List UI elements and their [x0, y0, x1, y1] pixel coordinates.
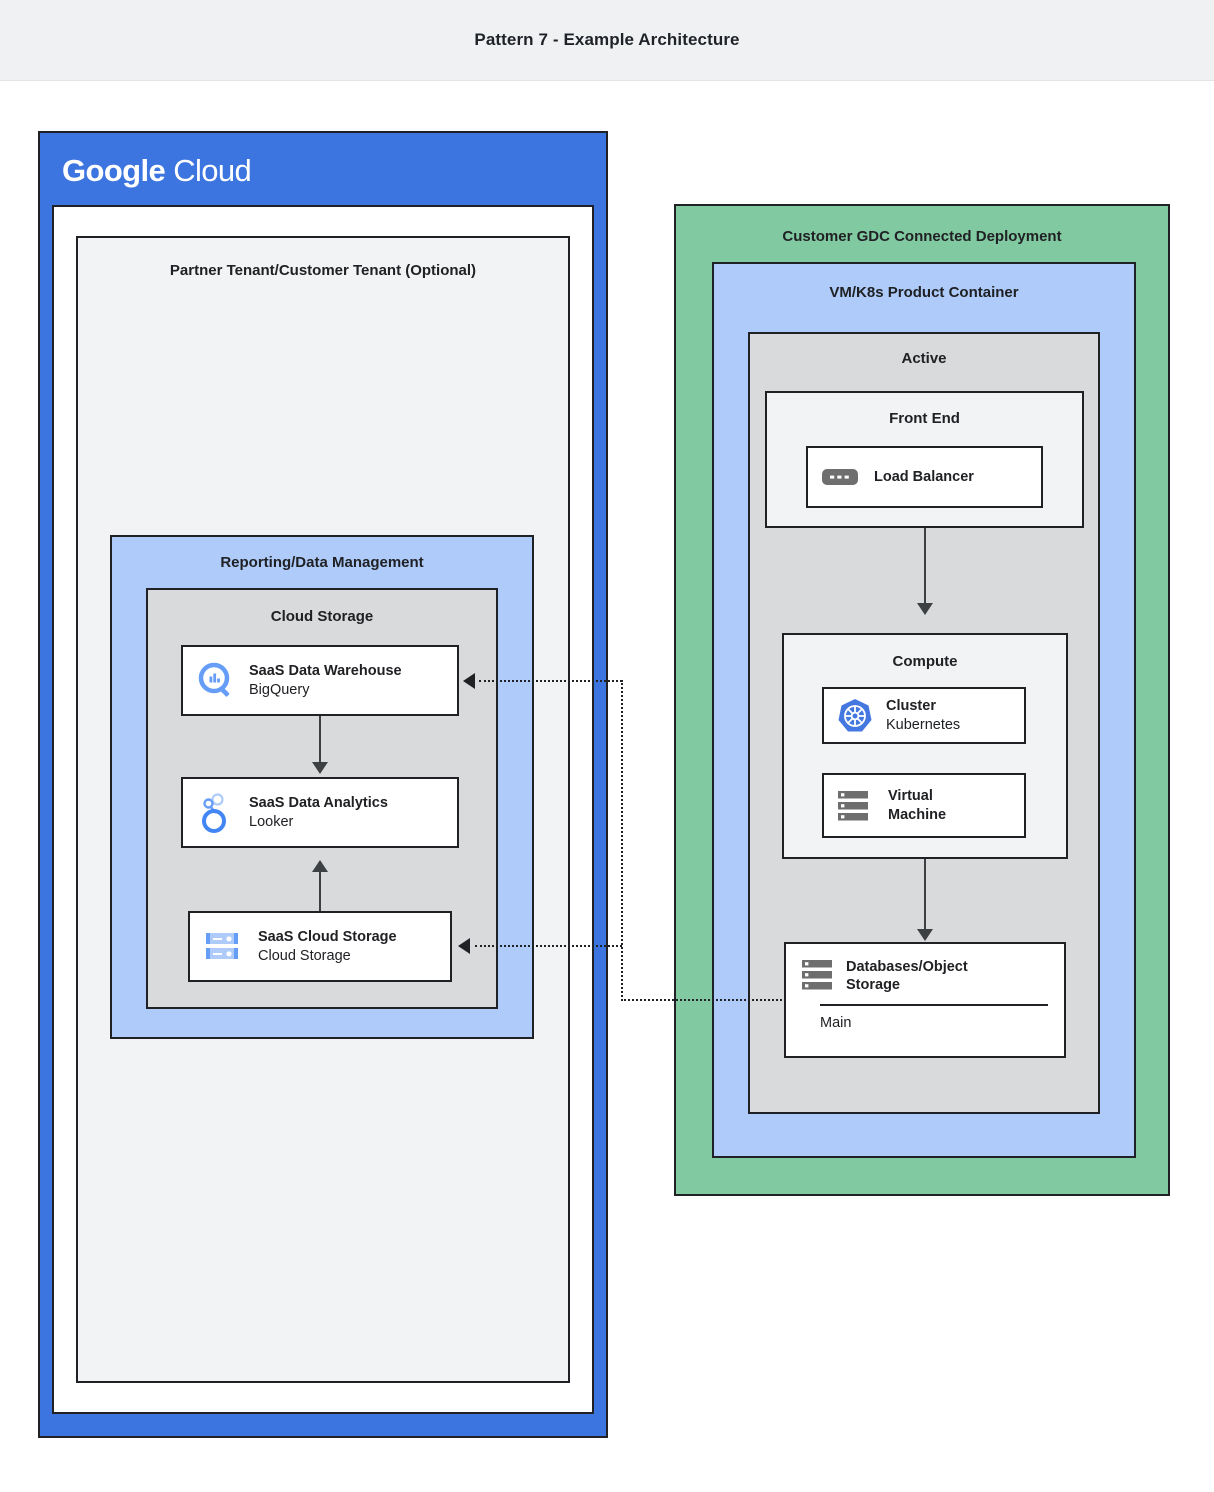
cloud-storage-icon — [204, 930, 258, 964]
compute-group-title: Compute — [892, 653, 958, 670]
node-databases-object-storage[interactable]: Databases/Object Storage Main — [784, 942, 1066, 1058]
google-cloud-logo: Google Cloud — [62, 153, 252, 189]
node-title: SaaS Data Warehouse — [249, 663, 402, 680]
node-title: Cluster — [886, 698, 936, 715]
node-subtitle: BigQuery — [249, 681, 310, 698]
arrowhead-up-looker — [312, 860, 328, 872]
arrowhead-down-looker — [312, 762, 328, 774]
node-saas-cloud-storage[interactable]: SaaS Cloud Storage Cloud Storage — [188, 911, 452, 982]
node-subtitle: Looker — [249, 813, 294, 830]
node-label-group: Load Balancer — [874, 468, 974, 486]
node-title: SaaS Cloud Storage — [258, 929, 397, 946]
virtual-machine-icon — [836, 789, 888, 823]
node-saas-data-warehouse[interactable]: SaaS Data Warehouse BigQuery — [181, 645, 459, 716]
node-title-line1: Virtual — [888, 788, 933, 805]
node-label-group: SaaS Data Analytics Looker — [249, 794, 388, 830]
load-balancer-icon — [822, 467, 874, 487]
dotted-branch-to-database — [621, 999, 786, 1001]
node-title: Load Balancer — [874, 468, 974, 485]
dotted-branch-to-cloud-storage — [475, 945, 622, 947]
node-title-line2: Storage — [846, 977, 900, 994]
database-divider — [820, 1004, 1048, 1007]
database-header-row: Databases/Object Storage — [800, 958, 1050, 994]
node-subtitle: Cloud Storage — [258, 947, 351, 964]
node-label-group: Virtual Machine — [888, 787, 946, 823]
node-label-group: Databases/Object Storage — [846, 958, 968, 994]
customer-gdc-title: Customer GDC Connected Deployment — [782, 228, 1062, 245]
connector-compute-to-database — [924, 859, 926, 930]
vm-k8s-product-container-title: VM/K8s Product Container — [829, 284, 1019, 301]
node-title-line2: Machine — [888, 806, 947, 823]
node-load-balancer[interactable]: Load Balancer — [806, 446, 1043, 508]
reporting-data-management-title: Reporting/Data Management — [220, 554, 424, 571]
connector-bigquery-to-looker — [319, 716, 321, 763]
node-cluster[interactable]: Cluster Kubernetes — [822, 687, 1026, 744]
page-header: Pattern 7 - Example Architecture — [0, 0, 1214, 81]
arrowhead-left-cloud-storage — [458, 938, 470, 954]
arrowhead-down-database — [917, 929, 933, 941]
node-saas-data-analytics[interactable]: SaaS Data Analytics Looker — [181, 777, 459, 848]
dotted-trunk-vertical — [621, 680, 623, 1001]
node-subtitle: Kubernetes — [886, 716, 961, 733]
node-title: SaaS Data Analytics — [249, 795, 388, 812]
node-virtual-machine[interactable]: Virtual Machine — [822, 773, 1026, 838]
node-title-line1: Databases/Object — [846, 959, 968, 975]
page-title: Pattern 7 - Example Architecture — [474, 30, 740, 49]
node-label-group: SaaS Cloud Storage Cloud Storage — [258, 928, 397, 964]
node-label-group: Cluster Kubernetes — [886, 697, 960, 733]
cloud-storage-group-title: Cloud Storage — [270, 608, 374, 625]
kubernetes-icon — [836, 697, 886, 735]
dotted-branch-to-bigquery — [479, 680, 622, 682]
connector-frontend-to-compute — [924, 528, 926, 604]
node-label-group: SaaS Data Warehouse BigQuery — [249, 662, 402, 698]
arrowhead-down-compute — [917, 603, 933, 615]
database-icon — [800, 958, 846, 992]
partner-tenant-title: Partner Tenant/Customer Tenant (Optional… — [169, 262, 477, 279]
active-group-title: Active — [901, 350, 947, 367]
google-wordmark: Google — [62, 153, 166, 188]
front-end-group-title: Front End — [889, 410, 960, 427]
looker-icon — [197, 792, 249, 834]
cloud-wordmark: Cloud — [173, 153, 252, 188]
database-detail-main: Main — [820, 1015, 852, 1032]
connector-cloudstorage-to-looker — [319, 872, 321, 911]
arrowhead-left-bigquery — [463, 673, 475, 689]
bigquery-icon — [197, 661, 249, 701]
